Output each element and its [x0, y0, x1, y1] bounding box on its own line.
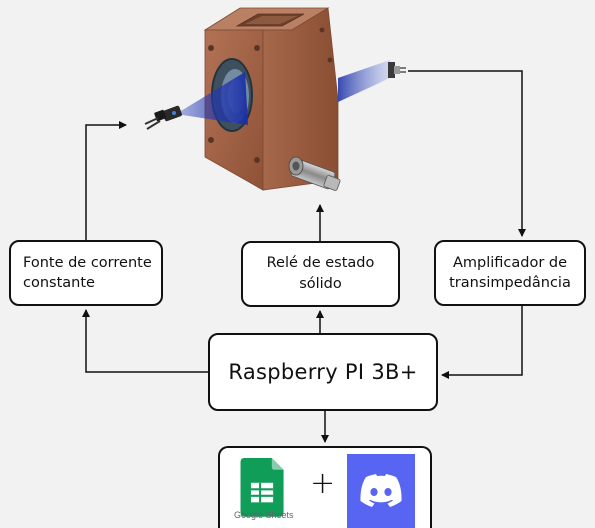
arrow-rpi-to-fonte [82, 309, 208, 373]
transimpedance-amplifier-box: Amplificador de transimpedância [434, 240, 586, 306]
raspberry-pi-label: Raspberry PI 3B+ [228, 360, 418, 384]
arrow-amp-to-rpi [441, 306, 523, 379]
amplifier-label: Amplificador de transimpedância [449, 255, 571, 291]
photodetector [338, 60, 406, 102]
relay-label: Relé de estado sólido [266, 255, 375, 292]
discord-icon [347, 454, 415, 528]
laser-source [144, 72, 248, 130]
valve-connector [288, 156, 341, 191]
connectors [82, 70, 526, 443]
raspberry-pi-box: Raspberry PI 3B+ [208, 333, 438, 411]
current-source-box: Fonte de corrente constante [9, 240, 163, 306]
arrow-fonte-to-laser [85, 121, 127, 240]
google-sheets-label: Google Sheets [234, 510, 294, 520]
apps-box: Google Sheets + [218, 446, 432, 528]
arrow-detector-to-amp [408, 70, 526, 237]
current-source-label: Fonte de corrente constante [23, 255, 152, 291]
solid-state-relay-box: Relé de estado sólido [241, 241, 400, 307]
google-sheets-icon [240, 458, 284, 517]
plus-sign: + [310, 466, 336, 501]
